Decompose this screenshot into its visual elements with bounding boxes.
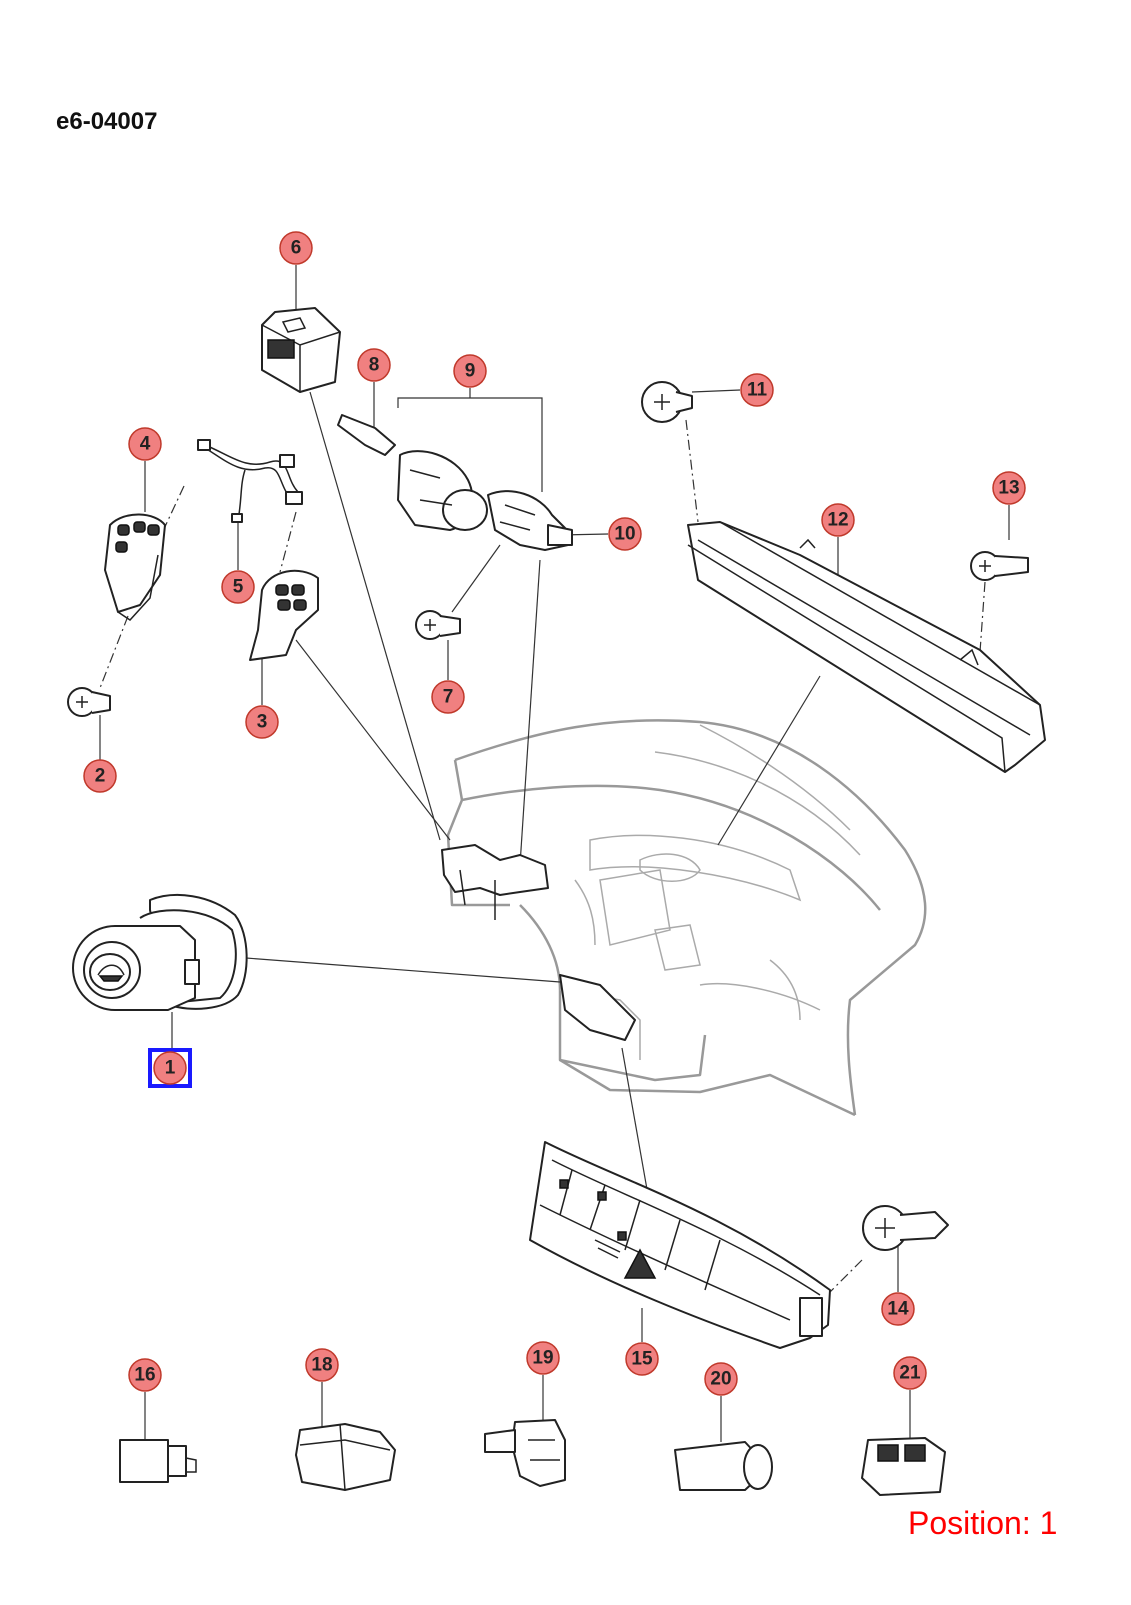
center-switch-panel[interactable]	[529, 1141, 831, 1349]
callout-3[interactable]: 3	[245, 705, 279, 739]
svg-text:4: 4	[140, 434, 151, 455]
combination-switch[interactable]	[337, 414, 573, 551]
wiring-harness	[197, 439, 303, 523]
callout-12[interactable]: 12	[821, 503, 855, 537]
svg-text:15: 15	[631, 1349, 653, 1370]
part-19-sensor	[484, 1419, 566, 1487]
part-20-plug	[674, 1441, 773, 1491]
callout-13[interactable]: 13	[992, 471, 1026, 505]
svg-text:16: 16	[134, 1365, 155, 1386]
svg-text:5: 5	[233, 577, 244, 598]
callout-11[interactable]: 11	[740, 373, 774, 407]
svg-text:18: 18	[311, 1355, 332, 1376]
callout-layer: 1 2 3 4 5 6 7 8	[83, 231, 1026, 1396]
svg-text:11: 11	[747, 380, 768, 401]
svg-text:10: 10	[614, 524, 635, 545]
callout-5[interactable]: 5	[221, 570, 255, 604]
callout-1[interactable]: 1	[148, 1048, 192, 1088]
dashboard-outline	[446, 719, 927, 1117]
callout-7[interactable]: 7	[431, 680, 465, 714]
svg-text:19: 19	[532, 1348, 553, 1369]
callout-4[interactable]: 4	[128, 427, 162, 461]
steering-switch-left[interactable]	[104, 513, 166, 621]
callout-10[interactable]: 10	[608, 517, 642, 551]
svg-text:13: 13	[998, 478, 1019, 499]
callout-9[interactable]: 9	[453, 354, 487, 388]
callout-21[interactable]: 21	[893, 1356, 927, 1390]
callout-16[interactable]: 16	[128, 1358, 162, 1392]
callout-18[interactable]: 18	[305, 1348, 339, 1382]
svg-text:20: 20	[710, 1369, 731, 1390]
steering-switch-right[interactable]	[249, 569, 319, 661]
svg-text:21: 21	[899, 1363, 921, 1384]
callout-14[interactable]: 14	[881, 1292, 915, 1326]
svg-text:14: 14	[887, 1299, 909, 1320]
callout-8[interactable]: 8	[357, 348, 391, 382]
ignition-switch[interactable]	[72, 894, 248, 1011]
svg-text:2: 2	[95, 766, 106, 787]
svg-text:3: 3	[257, 712, 268, 733]
screw-7	[415, 610, 461, 640]
instrument-cluster[interactable]	[687, 521, 1046, 773]
svg-text:8: 8	[369, 355, 380, 376]
callout-2[interactable]: 2	[83, 759, 117, 793]
position-readout: Position: 1	[908, 1505, 1058, 1541]
screw-2	[67, 687, 111, 717]
svg-text:12: 12	[827, 510, 848, 531]
svg-text:9: 9	[465, 361, 476, 382]
callout-20[interactable]: 20	[704, 1362, 738, 1396]
callout-15[interactable]: 15	[625, 1342, 659, 1376]
headlamp-level-switch[interactable]	[261, 307, 341, 393]
leader-lines	[99, 265, 1010, 1442]
screw-14	[862, 1205, 949, 1251]
screw-11	[641, 381, 693, 423]
screw-13	[970, 551, 1029, 581]
svg-text:1: 1	[165, 1058, 176, 1079]
dashboard-switch-cluster	[441, 844, 636, 1041]
svg-text:6: 6	[291, 238, 302, 259]
callout-6[interactable]: 6	[279, 231, 313, 265]
part-16-socket	[119, 1439, 197, 1483]
diagram-code: e6-04007	[56, 108, 158, 135]
part-21-relay	[861, 1437, 946, 1496]
callout-19[interactable]: 19	[526, 1341, 560, 1375]
part-18-connector	[295, 1423, 396, 1491]
svg-text:7: 7	[443, 687, 454, 708]
